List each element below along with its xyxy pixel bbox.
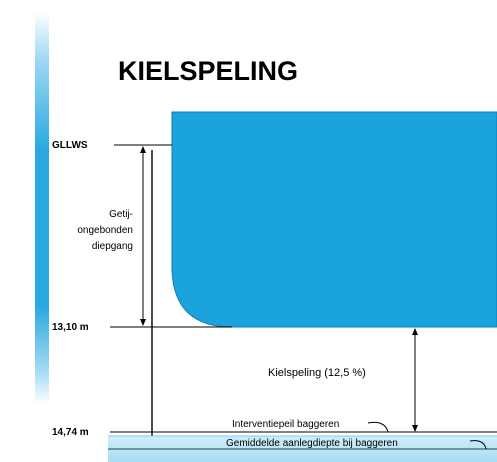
draft-arrow-top [140, 146, 146, 153]
draft-label-line2: ongebonden [77, 225, 133, 236]
water-depth-bar [35, 12, 49, 404]
gllws-label: GLLWS [52, 140, 88, 151]
ship-hull [171, 111, 497, 328]
keel-clearance-label: Kielspeling (12,5 %) [268, 367, 366, 379]
diagram-title: KIELSPELING [118, 56, 298, 86]
average-depth-leader [469, 440, 487, 450]
draft-depth-label: 13,10 m [52, 322, 89, 333]
draft-label-line1: Getij- [109, 209, 133, 220]
draft-arrow-bottom [140, 319, 146, 326]
keel-clearance-arrow-top [412, 328, 418, 335]
draft-label-line3: diepgang [92, 241, 133, 252]
average-depth-label: Gemiddelde aanlegdiepte bij baggeren [226, 438, 398, 449]
intervention-level-label: Interventiepeil baggeren [232, 419, 339, 430]
dredge-depth-label: 14,74 m [52, 427, 89, 438]
intervention-leader [367, 421, 389, 433]
keel-clearance-arrow-bottom [412, 425, 418, 432]
